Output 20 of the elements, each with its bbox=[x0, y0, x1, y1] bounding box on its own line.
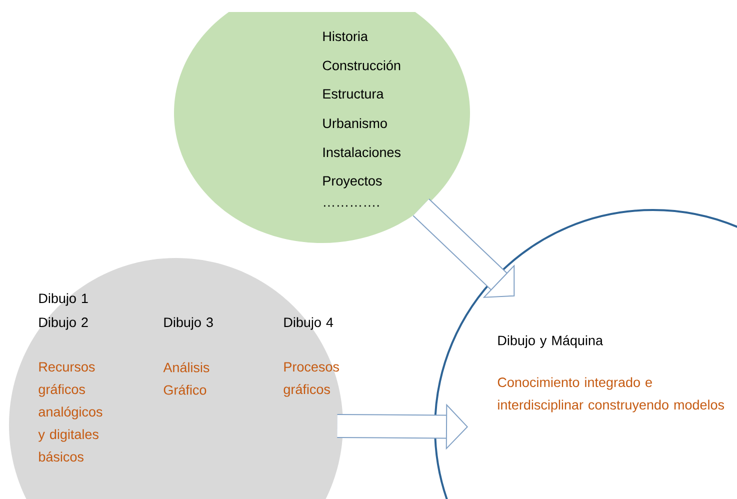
heading-text: Dibujo y Máquina bbox=[498, 335, 603, 348]
circle-background bbox=[9, 258, 343, 499]
description-text: Análisis Gráfico bbox=[163, 362, 210, 395]
circle-background bbox=[174, 12, 470, 243]
drawing-label: Dibujo 1 bbox=[39, 293, 88, 306]
list-item: Estructura bbox=[323, 89, 384, 99]
list-item: Instalaciones bbox=[323, 147, 400, 158]
drawing-label: Dibujo 2 bbox=[39, 317, 88, 330]
description-text: Conocimiento integrado e interdisciplinar construyendo modelos bbox=[498, 377, 724, 412]
list-item: Proyectos bbox=[323, 176, 382, 188]
circle-background bbox=[434, 209, 737, 499]
list-item: Historia bbox=[323, 31, 368, 42]
description-text: Procesos gráficos bbox=[284, 362, 339, 397]
drawing-label: Dibujo 4 bbox=[284, 317, 334, 330]
block-arrow bbox=[412, 198, 515, 298]
list-item: Urbanismo bbox=[323, 118, 387, 128]
drawing-label: Dibujo 3 bbox=[164, 317, 213, 330]
description-text: Recursos gráficos analógicos y digitales básicos bbox=[38, 362, 102, 462]
list-item: Construcción bbox=[322, 60, 400, 70]
list-item: …………. bbox=[324, 205, 379, 207]
